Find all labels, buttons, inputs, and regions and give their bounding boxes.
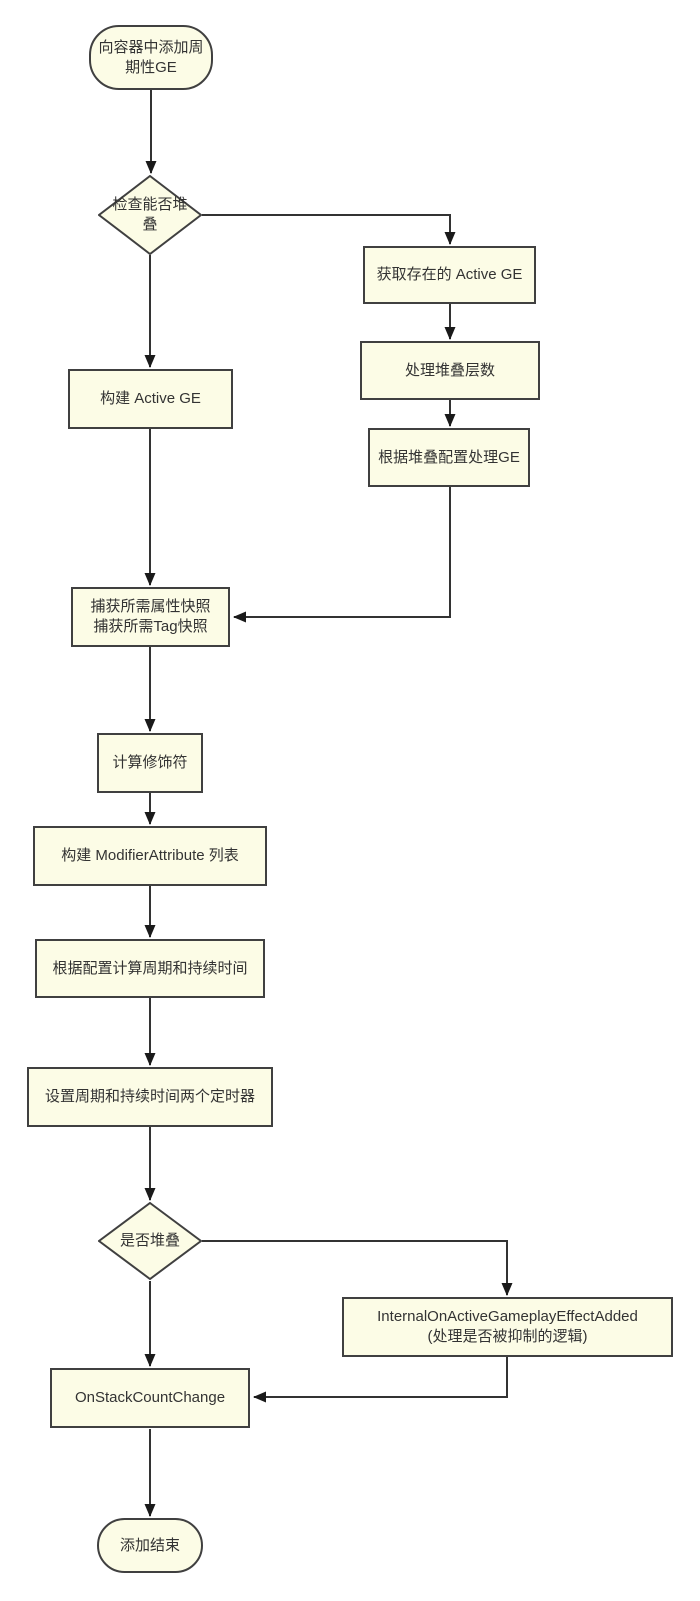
node-handle-stack-count: 处理堆叠层数 <box>360 341 540 400</box>
edge-internal-to-on-stack-change <box>253 1357 508 1403</box>
edge-stack-config-to-capture <box>233 487 451 623</box>
node-internal-on-active-ge-added: InternalOnActiveGameplayEffectAdded (处理是… <box>342 1297 673 1357</box>
diamond-shape-icon <box>98 1202 202 1280</box>
node-calc-period-and-duration: 根据配置计算周期和持续时间 <box>35 939 265 998</box>
node-build-active-ge: 构建 Active GE <box>68 369 233 429</box>
node-decision-is-stacked: 是否堆叠 <box>98 1202 202 1280</box>
node-capture-snapshots-label: 捕获所需属性快照 捕获所需Tag快照 <box>90 598 211 635</box>
edge-check-to-get-active <box>202 214 456 245</box>
node-decision-is-stacked-label: 是否堆叠 <box>119 1232 180 1249</box>
node-decision-check-stackable-label: 检查能否堆 叠 <box>112 196 188 233</box>
node-handle-ge-by-stack-config-label: 根据堆叠配置处理GE <box>378 448 520 466</box>
node-handle-stack-count-label: 处理堆叠层数 <box>404 361 495 379</box>
node-on-stack-count-change: OnStackCountChange <box>50 1368 250 1428</box>
node-end: 添加结束 <box>97 1518 203 1573</box>
node-start: 向容器中添加周 期性GE <box>89 25 213 90</box>
node-start-label: 向容器中添加周 期性GE <box>98 38 204 76</box>
node-build-active-ge-label: 构建 Active GE <box>100 390 201 407</box>
node-build-modifier-attribute-list-label: 构建 ModifierAttribute 列表 <box>61 847 239 864</box>
edge-is-stacked-to-internal <box>202 1240 513 1296</box>
node-calc-modifiers: 计算修饰符 <box>97 733 203 793</box>
node-set-two-timers-label: 设置周期和持续时间两个定时器 <box>44 1088 255 1105</box>
node-internal-on-active-ge-added-label: InternalOnActiveGameplayEffectAdded (处理是… <box>377 1308 638 1345</box>
diamond-shape-icon <box>98 175 202 255</box>
node-end-label: 添加结束 <box>119 1536 180 1554</box>
node-handle-ge-by-stack-config: 根据堆叠配置处理GE <box>368 428 530 487</box>
node-calc-period-and-duration-label: 根据配置计算周期和持续时间 <box>52 959 248 977</box>
node-set-two-timers: 设置周期和持续时间两个定时器 <box>27 1067 273 1127</box>
node-capture-snapshots: 捕获所需属性快照 捕获所需Tag快照 <box>71 587 230 647</box>
node-get-active-ge: 获取存在的 Active GE <box>363 246 536 304</box>
node-get-active-ge-label: 获取存在的 Active GE <box>376 266 523 283</box>
node-calc-modifiers-label: 计算修饰符 <box>112 754 188 771</box>
node-decision-check-stackable: 检查能否堆 叠 <box>98 175 202 255</box>
node-build-modifier-attribute-list: 构建 ModifierAttribute 列表 <box>33 826 267 886</box>
node-on-stack-count-change-label: OnStackCountChange <box>74 1389 226 1406</box>
